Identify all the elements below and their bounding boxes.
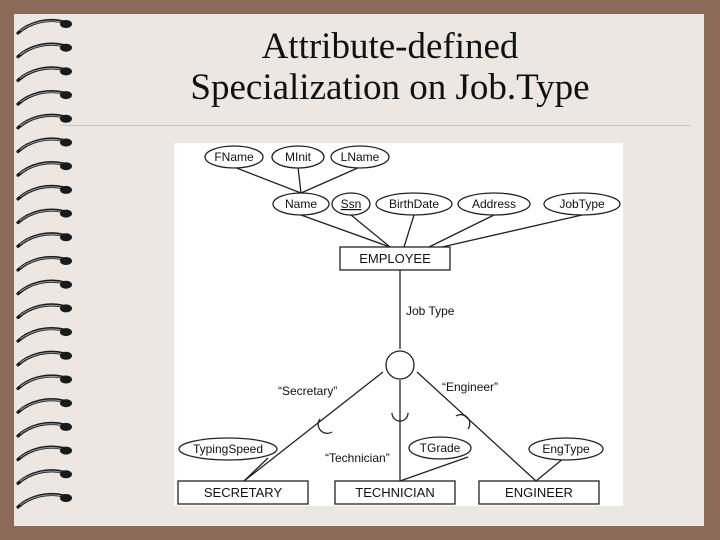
condition-secretary: “Secretary” <box>278 384 337 398</box>
spiral-binding <box>16 18 72 509</box>
spiral-coil <box>16 421 72 438</box>
attribute-engtype: EngType <box>528 437 604 461</box>
spiral-coil <box>16 42 72 59</box>
svg-text:JobType: JobType <box>559 197 605 211</box>
connector-lines <box>233 166 583 482</box>
spiral-coil <box>16 492 72 509</box>
spiral-coil <box>16 161 72 177</box>
defining-attribute-label: Job Type <box>406 304 455 318</box>
entity-engineer: ENGINEER <box>478 480 600 505</box>
svg-text:TypingSpeed: TypingSpeed <box>193 442 263 456</box>
spiral-coil <box>16 66 72 82</box>
svg-text:MInit: MInit <box>285 150 312 164</box>
spiral-coil <box>16 469 72 485</box>
title-divider <box>60 125 690 126</box>
spiral-coil <box>16 184 72 201</box>
spiral-coil <box>16 326 72 343</box>
svg-text:BirthDate: BirthDate <box>389 197 439 211</box>
attribute-fname: FName <box>204 145 264 169</box>
attribute-tgrade: TGrade <box>408 436 472 460</box>
attribute-name: Name <box>272 192 330 216</box>
svg-text:EMPLOYEE: EMPLOYEE <box>359 251 431 266</box>
specialization-circle <box>385 350 415 380</box>
spiral-coil <box>16 303 72 319</box>
title-line-2: Specialization on Job.Type <box>190 67 590 108</box>
spiral-coil <box>16 232 72 248</box>
svg-text:SECRETARY: SECRETARY <box>204 485 283 500</box>
svg-text:Ssn: Ssn <box>341 197 362 211</box>
attribute-minit: MInit <box>271 145 325 169</box>
entity-secretary: SECRETARY <box>177 480 309 505</box>
entity-technician: TECHNICIAN <box>334 480 456 505</box>
condition-engineer: “Engineer” <box>442 380 498 394</box>
spiral-coil <box>16 350 72 367</box>
condition-technician: “Technician” <box>325 451 390 465</box>
title-line-1: Attribute-defined <box>261 26 519 67</box>
spiral-coil <box>16 208 72 225</box>
svg-text:TECHNICIAN: TECHNICIAN <box>355 485 434 500</box>
attribute-jobtype: JobType <box>543 192 621 216</box>
spiral-coil <box>16 374 72 391</box>
spiral-coil <box>16 255 72 272</box>
subset-symbol-secretary <box>317 418 333 435</box>
spiral-coil <box>16 89 72 106</box>
spiral-coil <box>16 445 72 462</box>
attribute-address: Address <box>457 192 531 216</box>
slide-title: Attribute-defined Specialization on Job.… <box>110 26 670 108</box>
svg-text:TGrade: TGrade <box>420 441 461 455</box>
svg-text:LName: LName <box>341 150 380 164</box>
attribute-lname: LName <box>330 145 390 169</box>
spiral-coil <box>16 137 72 154</box>
spiral-coil <box>16 398 72 414</box>
subset-symbol-engineer <box>455 413 471 430</box>
spiral-coil <box>16 279 72 296</box>
svg-text:FName: FName <box>214 150 254 164</box>
svg-text:Name: Name <box>285 197 317 211</box>
svg-text:EngType: EngType <box>542 442 590 456</box>
spiral-coil <box>16 18 72 35</box>
svg-text:Address: Address <box>472 197 516 211</box>
subset-symbol-technician <box>391 412 409 422</box>
er-diagram: FName MInit LName Name Ssn BirthDate Add… <box>174 143 623 506</box>
svg-text:ENGINEER: ENGINEER <box>505 485 573 500</box>
entity-employee: EMPLOYEE <box>339 246 451 271</box>
attribute-birthdate: BirthDate <box>375 192 453 216</box>
attribute-ssn: Ssn <box>331 192 371 216</box>
spiral-coil <box>16 113 72 130</box>
attribute-typing-speed: TypingSpeed <box>178 437 278 461</box>
